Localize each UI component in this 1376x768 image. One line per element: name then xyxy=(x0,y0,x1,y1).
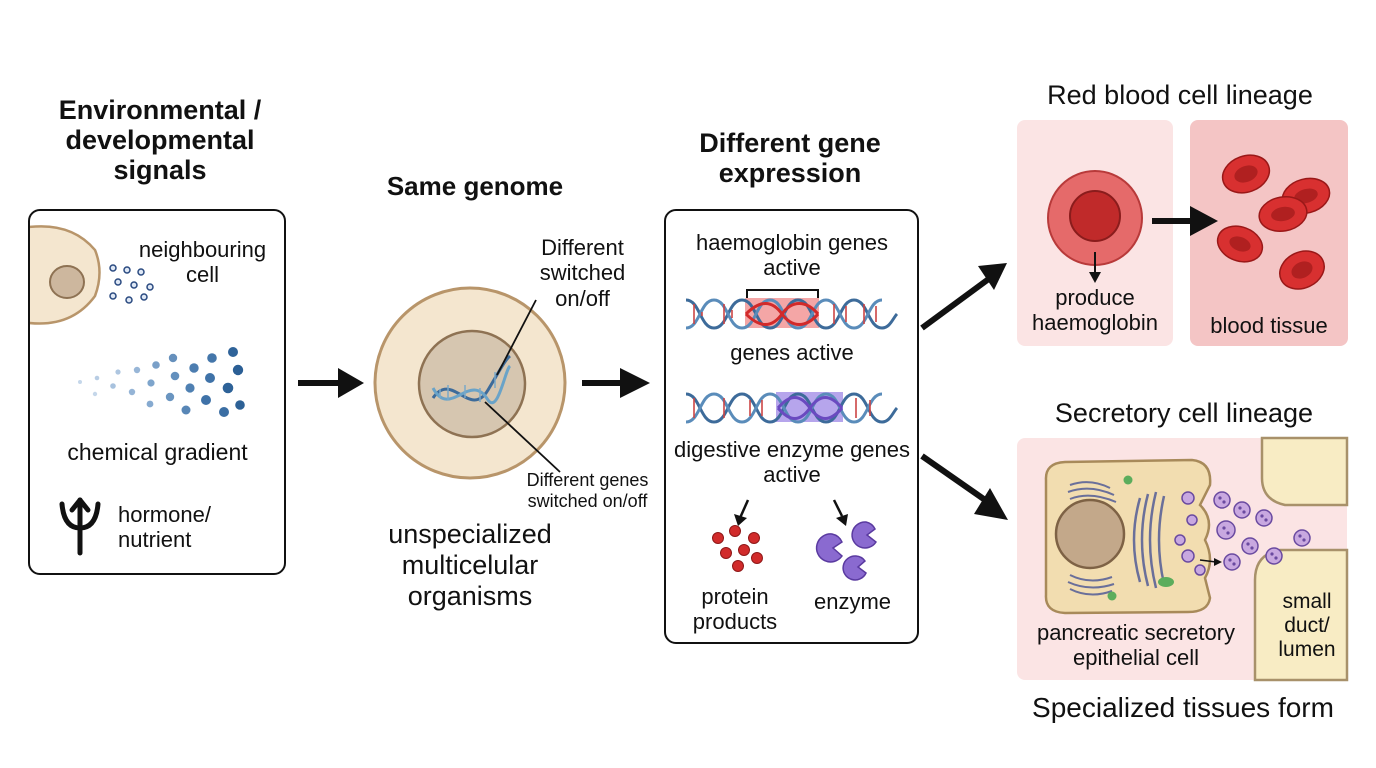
signal-molecules-icon xyxy=(109,264,154,304)
arrow-head-icon xyxy=(1190,206,1218,236)
granule-icon xyxy=(1123,475,1133,485)
expression-title: Different gene expression xyxy=(699,128,881,189)
arrow-icon xyxy=(920,275,992,331)
callout-line xyxy=(496,299,537,376)
pancreatic-cell-icon xyxy=(1044,458,1212,615)
arrow-head-icon xyxy=(1214,558,1222,566)
produce-haemoglobin-label: produce haemoglobin xyxy=(1032,285,1158,336)
nucleus-icon xyxy=(417,329,527,439)
hormone-label: hormone/ nutrient xyxy=(118,502,211,553)
secretory-lineage-title: Secretory cell lineage xyxy=(1054,398,1314,428)
genome-title: Same genome xyxy=(386,171,564,201)
granule-icon xyxy=(1107,591,1117,601)
protein-products-icon xyxy=(712,525,763,572)
vesicle-contents xyxy=(1218,496,1306,566)
footer-caption: Specialized tissues form xyxy=(1032,692,1334,723)
arrow-head-icon xyxy=(338,368,364,398)
arrow-head-icon xyxy=(978,263,1007,290)
blood-tissue-panel xyxy=(1190,120,1348,346)
genome-caption: unspecialized multicelular organisms xyxy=(388,519,552,612)
haemoglobin-label: haemoglobin genes active xyxy=(695,230,889,281)
arrow-icon xyxy=(920,453,990,505)
duct-wall-icon xyxy=(1260,436,1349,507)
golgi-icon xyxy=(1132,491,1166,589)
enzyme-label: enzyme xyxy=(813,589,892,614)
callout-top-label: Different switched on/off xyxy=(539,235,626,311)
red-lineage-title: Red blood cell lineage xyxy=(1047,80,1313,110)
chemical-gradient-icon xyxy=(78,347,245,417)
bracket-icon xyxy=(746,289,819,301)
mitochondrion-icon xyxy=(1158,577,1174,587)
arrow-head-icon xyxy=(734,514,747,526)
signals-title: Environmental / developmental signals xyxy=(58,95,262,186)
callout-line xyxy=(484,401,561,473)
callout-bottom-label: Different genes switched on/off xyxy=(526,470,649,511)
duct-label: small duct/ lumen xyxy=(1278,590,1336,662)
red-blood-cells-icon xyxy=(1216,154,1331,290)
precursor-nucleus-icon xyxy=(1069,190,1121,242)
arrow-head-icon xyxy=(836,514,848,526)
endoplasmic-reticulum-icon xyxy=(1067,481,1117,596)
pancreatic-cell-label: pancreatic secretory epithelial cell xyxy=(1036,620,1236,671)
digestive-label: digestive enzyme genes active xyxy=(673,437,911,488)
blood-tissue-label: blood tissue xyxy=(1210,313,1328,338)
neighbouring-nucleus-icon xyxy=(49,265,85,299)
chemical-gradient-label: chemical gradient xyxy=(67,439,248,465)
protein-label: protein products xyxy=(692,584,778,635)
genes-active-label: genes active xyxy=(730,340,854,365)
arrow-head-icon xyxy=(974,488,1008,520)
arrow-head-icon xyxy=(1089,272,1101,283)
neighbouring-cell-label: neighbouring cell xyxy=(138,237,267,288)
arrow-head-icon xyxy=(620,368,650,398)
secretory-vesicles-icon xyxy=(1174,491,1311,576)
hormone-receptor-icon xyxy=(59,497,101,556)
secretory-nucleus-icon xyxy=(1054,498,1126,570)
enzyme-icon xyxy=(815,521,878,581)
expression-box xyxy=(664,209,919,644)
